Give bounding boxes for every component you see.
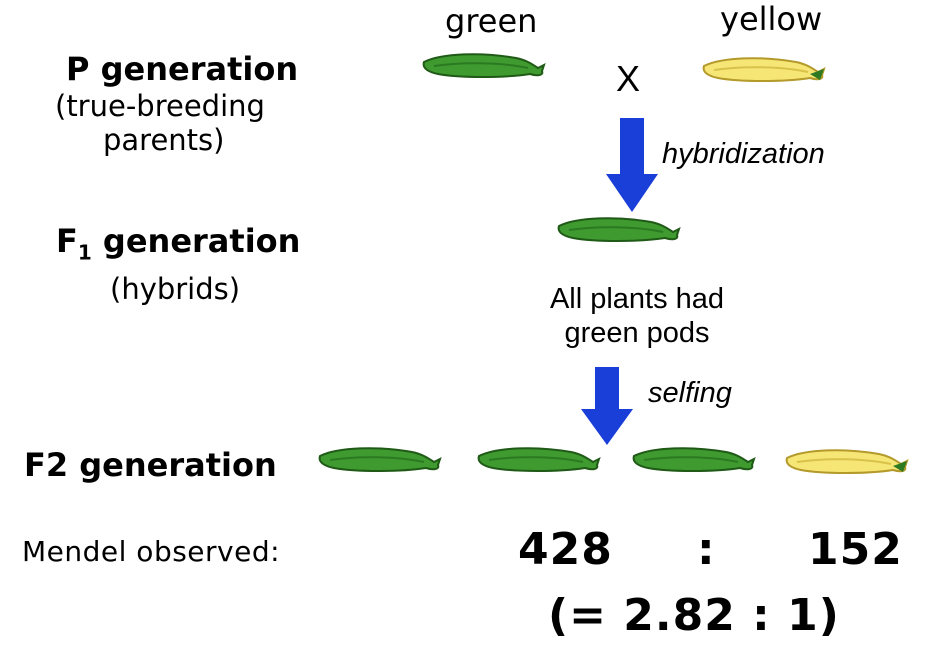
- f1-generation-subtitle: (hybrids): [110, 272, 241, 306]
- mendel-observed-label: Mendel observed:: [22, 535, 281, 568]
- f1-result-note: All plants had green pods: [549, 283, 725, 349]
- p-generation-subtitle-line2: parents): [103, 123, 225, 157]
- pea-pod-icon: [632, 447, 756, 472]
- f2-generation-title: F2 generation: [24, 446, 277, 484]
- ratio-label: (= 2.82 : 1): [548, 590, 840, 641]
- dominant-count: 428: [518, 524, 613, 575]
- f1-generation-title: F1 generation: [56, 222, 301, 265]
- cross-symbol: X: [616, 58, 641, 99]
- pea-pod-icon: [422, 53, 546, 78]
- down-arrow-icon: [581, 367, 633, 445]
- count-separator: :: [697, 524, 715, 575]
- p-generation-subtitle-line1: (true-breeding: [55, 89, 265, 123]
- down-arrow-icon: [606, 118, 658, 212]
- pea-pod-icon: [477, 447, 601, 472]
- selfing-label: selfing: [648, 377, 732, 409]
- pea-pod-icon: [557, 217, 681, 242]
- recessive-count: 152: [808, 524, 903, 575]
- p-generation-title: P generation: [66, 50, 299, 88]
- pea-pod-icon: [318, 447, 442, 472]
- yellow-label: yellow: [720, 0, 823, 38]
- green-label: green: [445, 2, 538, 40]
- pea-pod-icon: [702, 57, 826, 82]
- hybridization-label: hybridization: [662, 138, 825, 170]
- pea-pod-icon: [785, 449, 909, 474]
